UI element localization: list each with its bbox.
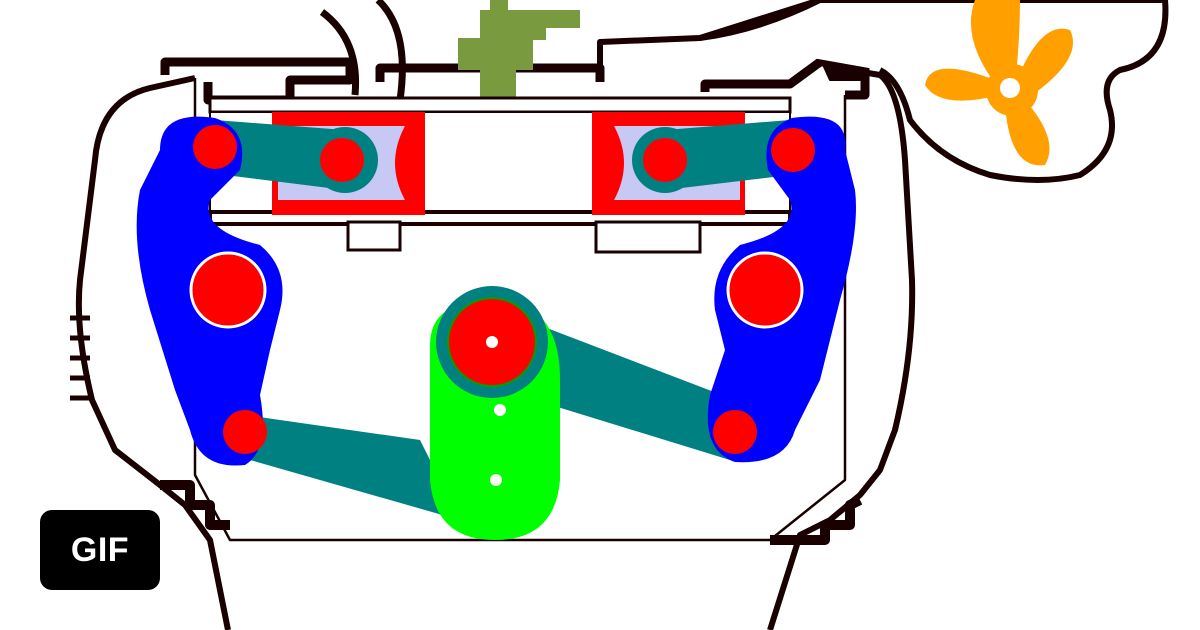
housing-top-right: [597, 0, 821, 68]
pivot-rod-right: [643, 138, 687, 182]
pivot-left-bottom: [223, 410, 267, 454]
gif-badge[interactable]: GIF: [40, 510, 160, 590]
crankshaft: [430, 286, 560, 540]
intake-pipe-right: [375, 0, 406, 101]
fan-hub-hole: [1000, 78, 1020, 98]
housing-bottom-left-step: [160, 480, 230, 530]
rod-right-upper: [665, 120, 790, 190]
housing-fins-left: [70, 315, 90, 401]
crank-center-dot: [486, 336, 498, 348]
intake-pipes: [319, 0, 406, 101]
fan-blade-bottom: [1005, 100, 1050, 166]
pivot-right-bottom: [713, 410, 757, 454]
rod-left-upper: [215, 120, 345, 190]
rocker-arm-right: [643, 116, 856, 463]
gif-badge-label: GIF: [70, 530, 130, 569]
spark-plug: [458, 0, 580, 105]
crank-pin-1: [494, 404, 506, 416]
housing-bottom-right-step: [770, 495, 863, 545]
fan-blade-left: [925, 68, 1000, 101]
spark-plug-electrode-2: [516, 28, 546, 40]
rod-lower-left: [245, 415, 460, 520]
housing-outer-right: [767, 67, 916, 630]
spark-plug-electrode: [516, 10, 580, 28]
crank-pin-2: [490, 474, 502, 486]
pivot-right-top: [771, 128, 815, 172]
propeller-icon: [925, 0, 1073, 166]
cylinder-top-wall: [208, 96, 792, 114]
housing-right-rim: [700, 57, 870, 100]
intake-pipe-left: [319, 9, 360, 96]
pivot-left-mid: [189, 251, 267, 329]
housing-outer-left: [75, 75, 231, 630]
rocker-arm-left: [136, 116, 364, 466]
spark-plug-base: [458, 38, 533, 70]
cylinder-skirt-right: [594, 220, 702, 254]
pivot-left-top: [193, 125, 237, 169]
spark-plug-tip-left: [490, 0, 508, 14]
cylinder-skirt-left: [346, 220, 402, 252]
pivot-rod-left: [320, 138, 364, 182]
pivot-right-mid: [726, 251, 804, 329]
